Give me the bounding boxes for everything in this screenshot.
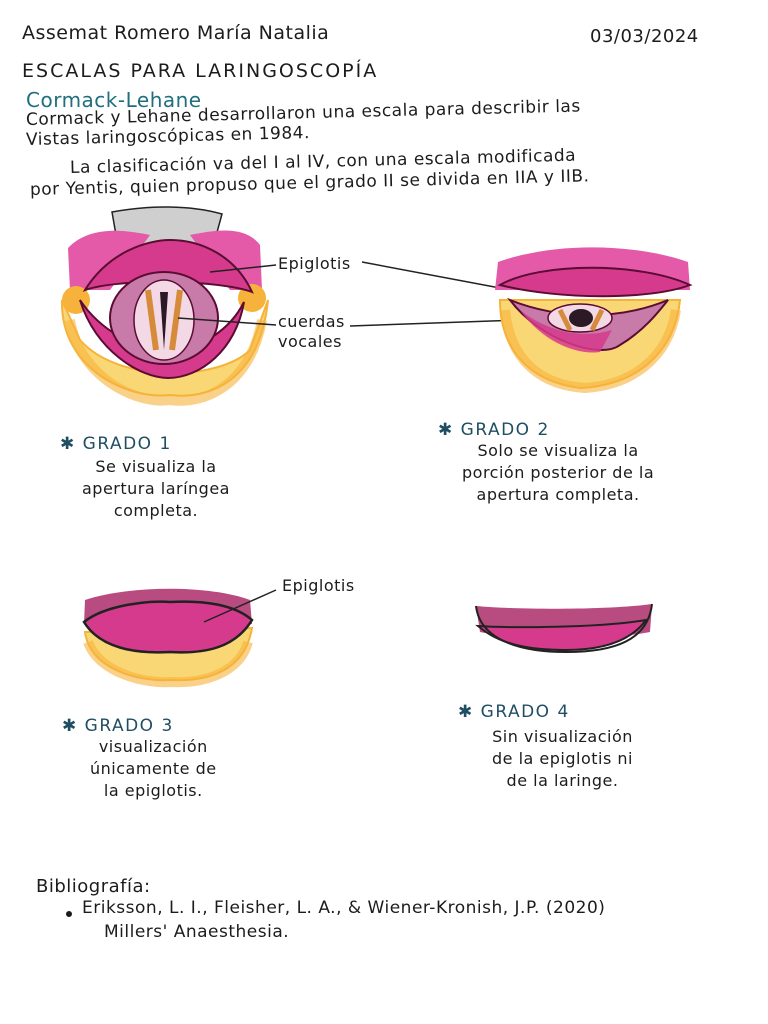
grade-2-title: ✱ GRADO 2	[438, 420, 550, 440]
grade-3-illustration	[82, 588, 277, 688]
grade-3-title: ✱ GRADO 3	[62, 716, 174, 736]
label-epiglotis-grade-3: Epiglotis	[282, 576, 355, 595]
bibliography-ref-line-1: Eriksson, L. I., Fleisher, L. A., & Wien…	[82, 898, 606, 918]
grade-2-line-3: apertura completa.	[476, 485, 640, 504]
grade-1-line-2: apertura laríngea	[82, 479, 230, 498]
grade-4-line-3: de la laringe.	[506, 771, 619, 790]
grade-1-line-1: Se visualiza la	[95, 457, 217, 476]
grade-4-illustration	[475, 603, 653, 654]
bibliography-title: Bibliografía:	[36, 876, 151, 897]
label-cuerdas: cuerdas	[278, 312, 345, 331]
grade-1-description: Se visualiza la apertura laríngea comple…	[82, 456, 230, 522]
grade-3-line-1: visualización	[98, 737, 208, 756]
date: 03/03/2024	[590, 26, 699, 47]
bullet-icon	[66, 911, 72, 917]
grade-1-line-3: completa.	[113, 501, 199, 520]
label-vocales: vocales	[278, 332, 342, 351]
grade-2-illustration	[495, 247, 693, 394]
grade-3-line-2: únicamente de	[90, 759, 217, 778]
grade-4-title: ✱ GRADO 4	[458, 702, 570, 722]
grade-3-description: visualización únicamente de la epiglotis…	[90, 736, 217, 802]
grade-4-line-2: de la epiglotis ni	[492, 749, 633, 768]
label-epiglotis: Epiglotis	[278, 254, 351, 273]
grade-2-line-2: porción posterior de la	[462, 463, 655, 482]
grade-1-title: ✱ GRADO 1	[60, 434, 172, 454]
grade-3-line-3: la epiglotis.	[103, 781, 203, 800]
page-title: ESCALAS PARA LARINGOSCOPÍA	[22, 60, 379, 82]
bibliography-ref-line-2: Millers' Anaesthesia.	[104, 922, 290, 942]
grade-4-line-1: Sin visualización	[492, 727, 633, 746]
author-name: Assemat Romero María Natalia	[22, 22, 330, 44]
grade-1-illustration	[60, 206, 521, 406]
grade-2-line-1: Solo se visualiza la	[477, 441, 639, 460]
grade-2-description: Solo se visualiza la porción posterior d…	[462, 440, 654, 506]
grade-4-description: Sin visualización de la epiglotis ni de …	[492, 726, 633, 792]
section-subtitle: Cormack-Lehane	[26, 88, 202, 112]
